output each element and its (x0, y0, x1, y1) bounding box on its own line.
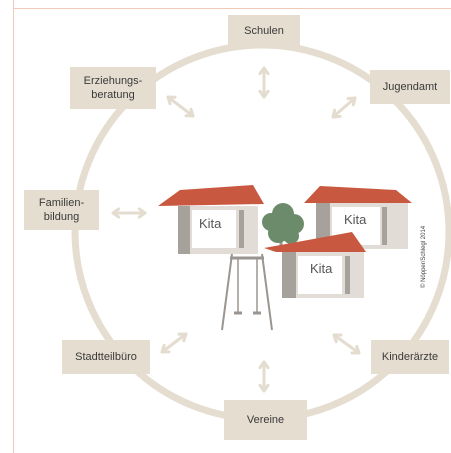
node-stadtteilbuero: Stadtteilbüro (62, 340, 150, 374)
frame-line-left (13, 0, 14, 453)
kita-building-3: Kita (264, 232, 366, 298)
kita-label-3: Kita (310, 261, 333, 276)
node-vereine-label: Vereine (246, 414, 285, 426)
tree (262, 203, 304, 250)
copyright-notice: © Nöpper/Schlegl 2014 (421, 225, 427, 288)
node-stadtteilbuero-label: Stadtteilbüro (75, 351, 137, 363)
kita-building-1: Kita (158, 185, 264, 254)
node-erziehungsberatung-label: Erziehungs- beratung (83, 75, 143, 101)
node-erziehungsberatung: Erziehungs- beratung (70, 67, 156, 109)
node-jugendamt-label: Jugendamt (382, 81, 438, 93)
swing-set (221, 253, 273, 331)
arrow-vereine (258, 360, 270, 393)
node-familienbildung: Familien- bildung (24, 190, 99, 230)
arrow-erziehungsberatung (166, 95, 195, 118)
node-schulen-label: Schulen (244, 25, 284, 37)
frame-line-top (13, 8, 451, 9)
arrow-familienbildung (111, 207, 147, 219)
kita-label-1: Kita (199, 216, 222, 231)
node-vereine: Vereine (224, 400, 307, 440)
node-kinderaerzte: Kinderärzte (371, 340, 449, 374)
arrow-stadtteilbuero (160, 332, 188, 354)
node-kinderaerzte-label: Kinderärzte (381, 351, 439, 363)
arrow-schulen (258, 66, 270, 99)
node-schulen: Schulen (228, 15, 300, 47)
arrow-kinderaerzte (332, 333, 361, 355)
node-jugendamt: Jugendamt (370, 70, 450, 104)
arrow-jugendamt (331, 96, 357, 119)
node-familienbildung-label: Familien- bildung (38, 197, 85, 223)
kita-label-2: Kita (344, 212, 367, 227)
arrows (111, 66, 361, 393)
